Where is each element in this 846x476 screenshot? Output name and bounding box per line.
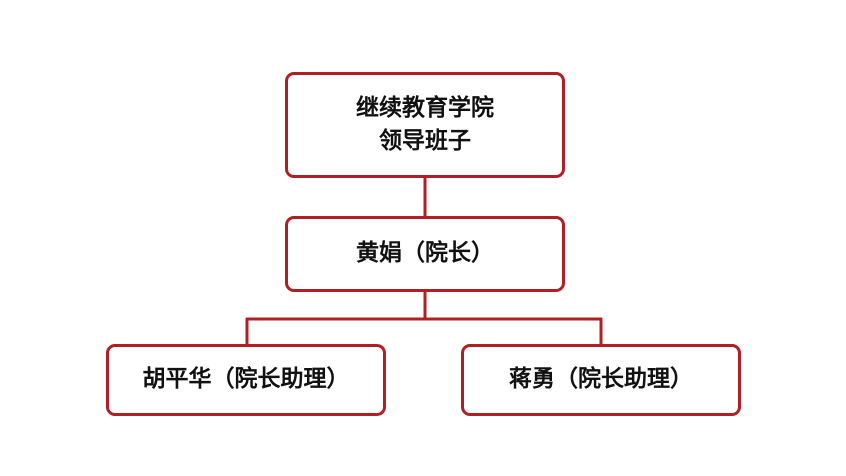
- node-dean: 黄娟（院长）: [285, 216, 565, 292]
- node-leadership-team-line1: 继续教育学院: [356, 94, 494, 121]
- node-assistant-dean-1-label: 胡平华（院长助理）: [142, 366, 350, 393]
- node-assistant-dean-1: 胡平华（院长助理）: [106, 344, 386, 416]
- node-leadership-team-line2: 领导班子: [379, 128, 471, 154]
- node-leadership-team: 继续教育学院 领导班子: [285, 72, 565, 178]
- node-assistant-dean-2: 蒋勇（院长助理）: [461, 344, 741, 416]
- node-assistant-dean-2-label: 蒋勇（院长助理）: [509, 366, 693, 393]
- node-dean-label: 黄娟（院长）: [356, 240, 494, 267]
